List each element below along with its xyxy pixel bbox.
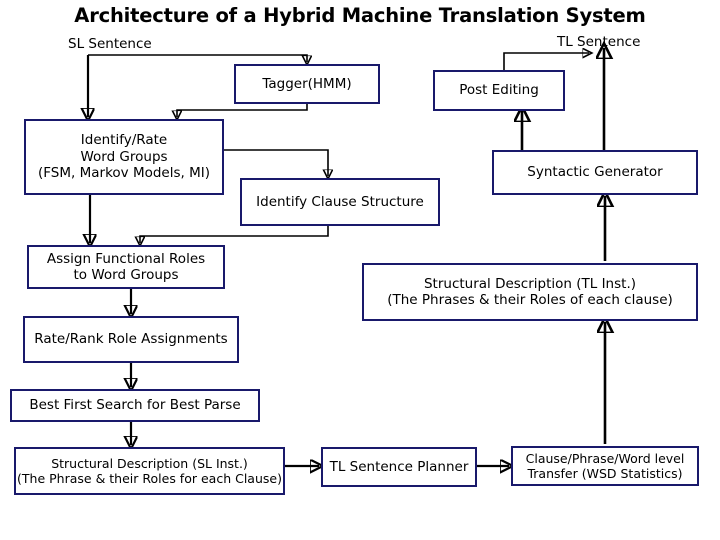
- node-syntactic-generator-line1: Syntactic Generator: [527, 164, 663, 181]
- tl-sentence-label: TL Sentence: [557, 34, 641, 50]
- node-identify-clause-line1: Identify Clause Structure: [256, 193, 424, 210]
- node-transfer[interactable]: Clause/Phrase/Word level Transfer (WSD S…: [511, 446, 699, 486]
- node-post-editing[interactable]: Post Editing: [433, 70, 565, 111]
- page-title: Architecture of a Hybrid Machine Transla…: [74, 4, 646, 27]
- node-syntactic-generator[interactable]: Syntactic Generator: [492, 150, 698, 195]
- node-assign-roles-line2: to Word Groups: [73, 267, 179, 283]
- node-rate-rank[interactable]: Rate/Rank Role Assignments: [23, 316, 239, 363]
- edge-identify-clause-to-assign-roles: [140, 226, 329, 243]
- node-rate-rank-line1: Rate/Rank Role Assignments: [34, 331, 228, 348]
- node-best-first[interactable]: Best First Search for Best Parse: [10, 389, 260, 422]
- edge-tagger-to-identify-rate: [177, 103, 308, 117]
- node-identify-rate-line3: (FSM, Markov Models, MI): [38, 165, 210, 182]
- edge-post-editing-to-tl-sentence: [503, 53, 589, 70]
- node-identify-rate[interactable]: Identify/Rate Word Groups (FSM, Markov M…: [24, 119, 224, 195]
- edge-sl-sentence-to-tagger: [88, 54, 307, 62]
- node-identify-clause[interactable]: Identify Clause Structure: [240, 178, 440, 226]
- node-tagger[interactable]: Tagger(HMM): [234, 64, 380, 104]
- node-transfer-line2: Transfer (WSD Statistics): [527, 466, 683, 481]
- sl-sentence-label: SL Sentence: [68, 36, 152, 52]
- node-tagger-line1: Tagger(HMM): [262, 75, 352, 92]
- node-sd-sl-line1: Structural Description (SL Inst.): [51, 455, 248, 471]
- node-sd-tl-line1: Structural Description (TL Inst.): [423, 275, 637, 292]
- node-sd-tl-line2: (The Phrases & their Roles of each claus…: [387, 292, 673, 308]
- node-transfer-line1: Clause/Phrase/Word level: [525, 450, 685, 466]
- node-post-editing-line1: Post Editing: [459, 82, 539, 99]
- node-best-first-line1: Best First Search for Best Parse: [29, 397, 241, 414]
- node-tl-planner-line1: TL Sentence Planner: [329, 458, 469, 475]
- node-sd-sl-line2: (The Phrase & their Roles for each Claus…: [17, 471, 282, 486]
- node-tl-planner[interactable]: TL Sentence Planner: [321, 447, 477, 487]
- node-identify-rate-line2: Word Groups: [80, 148, 168, 165]
- edge-identify-rate-to-identify-clause: [223, 149, 328, 176]
- node-sd-tl[interactable]: Structural Description (TL Inst.) (The P…: [362, 263, 698, 321]
- node-assign-roles[interactable]: Assign Functional Roles to Word Groups: [27, 245, 225, 289]
- node-assign-roles-line1: Assign Functional Roles: [46, 250, 206, 267]
- node-identify-rate-line1: Identify/Rate: [80, 132, 168, 149]
- node-sd-sl[interactable]: Structural Description (SL Inst.) (The P…: [14, 447, 285, 495]
